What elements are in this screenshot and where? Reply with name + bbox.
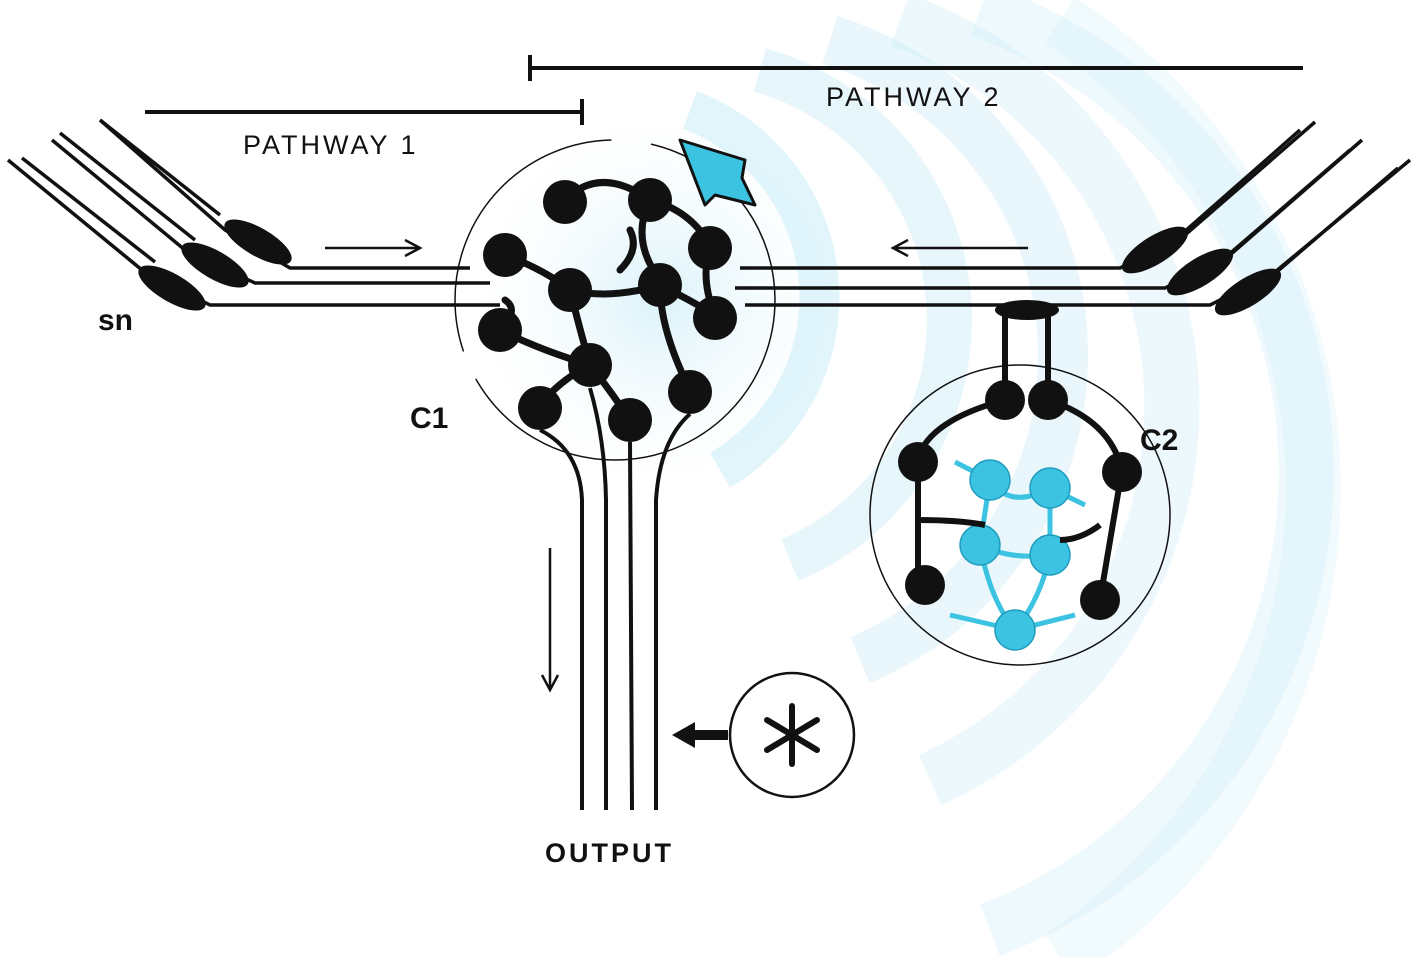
c1-somata: [478, 178, 737, 442]
left-sensory-fibers: [6, 118, 500, 307]
c2-black-somata: [898, 380, 1142, 620]
c1-label: C1: [410, 402, 448, 435]
pathway2-bar: [528, 55, 1303, 81]
c2-link: [995, 300, 1059, 385]
sn-label: sn: [98, 304, 133, 337]
pathway2-label: PATHWAY 2: [826, 82, 1002, 112]
output-fibers: [539, 387, 692, 811]
pathway1-bar: [145, 99, 584, 125]
c2-cyan-somata: [959, 459, 1071, 651]
pathway1-label: PATHWAY 1: [243, 130, 419, 160]
asterisk-icon: [764, 703, 820, 767]
c2-boundary: [869, 364, 1171, 666]
flow-arrow-right: [325, 238, 423, 258]
flow-arrow-left: [890, 238, 1028, 258]
c2-label: C2: [1140, 424, 1178, 457]
left-sensory-somata: [138, 219, 292, 311]
right-sensory-somata: [1121, 226, 1282, 316]
flow-arrow-down: [540, 548, 560, 693]
asterisk-arrow-icon: [672, 722, 728, 748]
modulator-arrow-icon: [678, 138, 757, 207]
asterisk-source: [672, 671, 856, 799]
c1-boundary: [454, 139, 776, 461]
output-label: OUTPUT: [545, 838, 674, 868]
